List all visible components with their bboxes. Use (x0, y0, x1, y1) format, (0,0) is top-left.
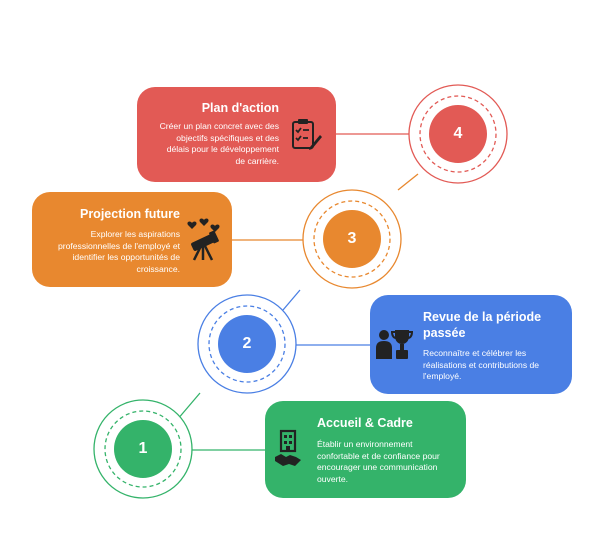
step-3-description: Explorer les aspirations professionnelle… (57, 229, 180, 274)
step-1-number: 1 (138, 440, 148, 457)
step-3-circle (302, 189, 402, 289)
building-handshake-icon (273, 429, 303, 474)
step-1-card: Accueil & Cadre Établir un environnement… (265, 401, 466, 498)
step-4-card: Plan d'action Créer un plan concret avec… (137, 87, 336, 182)
step-2-number: 2 (242, 335, 252, 352)
step-1-description: Établir un environnement confortable et … (317, 439, 440, 484)
step-3-number: 3 (347, 230, 357, 247)
step-2-description: Reconnaître et célébrer les réalisations… (423, 348, 540, 381)
step-2-circle (197, 294, 297, 394)
connector-2-3 (282, 289, 301, 311)
step-2-title: Revue de la période passée (423, 310, 542, 340)
step-4-number: 4 (453, 125, 463, 142)
step-3-title: Projection future (79, 207, 180, 221)
connector-3-4 (397, 173, 419, 191)
step-2-card: Revue de la période passée Reconnaître e… (370, 295, 572, 394)
telescope-hearts-icon (184, 218, 224, 267)
step-4-title: Plan d'action (201, 101, 279, 115)
step-1-title: Accueil & Cadre (317, 416, 413, 430)
person-trophy-icon (375, 327, 414, 368)
connector-1-2 (176, 392, 201, 421)
step-1-circle (93, 399, 193, 499)
step-4-description: Créer un plan concret avec des objectifs… (159, 121, 279, 166)
step-4-circle (408, 84, 508, 184)
step-3-card: Projection future Explorer les aspiratio… (32, 192, 232, 287)
checklist-pen-icon (289, 117, 323, 156)
